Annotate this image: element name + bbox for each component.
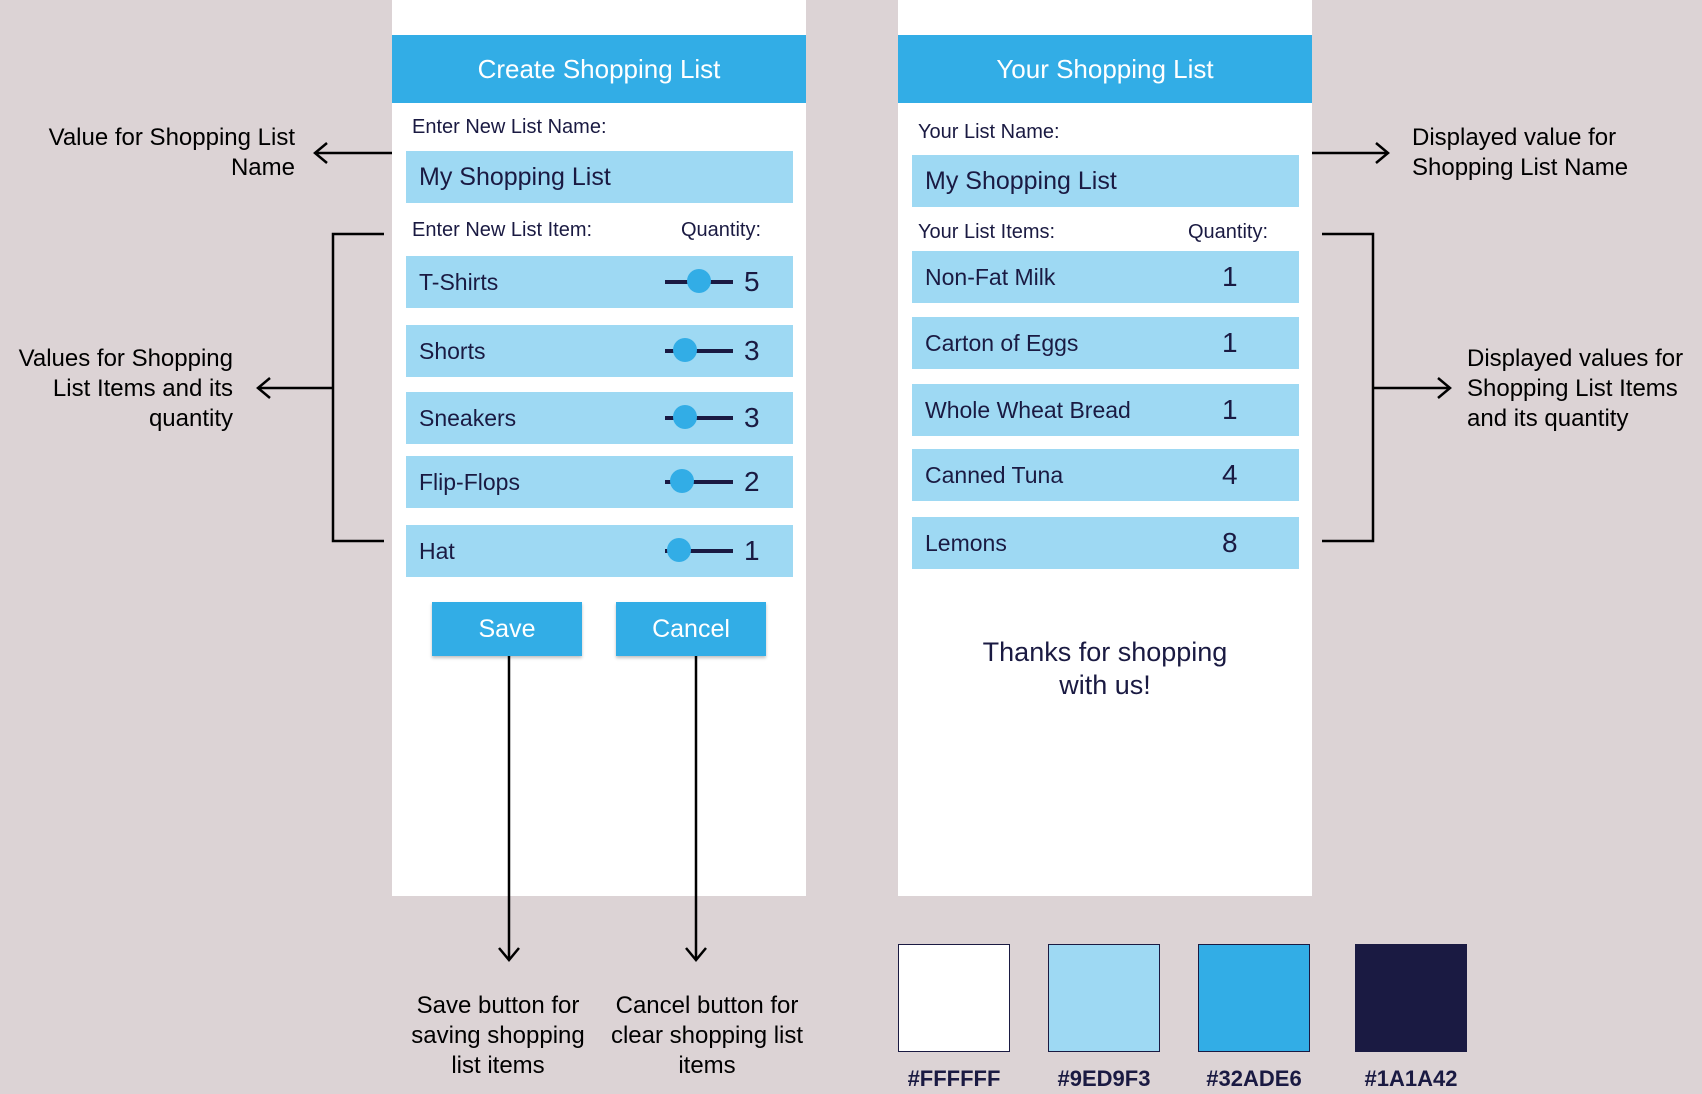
list-item-row: T-Shirts 5: [406, 256, 793, 308]
thanks-message: Thanks for shopping with us!: [898, 636, 1312, 702]
thanks-line-1: Thanks for shopping: [982, 637, 1228, 667]
list-name-annotation: Value for Shopping List Name: [0, 123, 295, 183]
display-item-row: Canned Tuna 4: [912, 449, 1299, 501]
display-item-quantity: 8: [1222, 527, 1238, 558]
annotation-line: Shopping List Name: [1412, 154, 1629, 181]
display-list-title: Your Shopping List: [898, 35, 1312, 103]
swatch-label: #1A1A42: [1364, 1066, 1458, 1091]
item-name-input[interactable]: T-Shirts: [419, 269, 499, 295]
slider-knob[interactable]: [673, 405, 698, 429]
annotation-line: Value for Shopping List: [48, 124, 295, 151]
swatch-label: #9ED9F3: [1057, 1066, 1151, 1091]
save-button[interactable]: Save: [432, 602, 582, 656]
item-quantity: 3: [744, 335, 760, 366]
color-swatch-light-blue: [1048, 944, 1160, 1052]
display-item-name: Canned Tuna: [925, 462, 1064, 488]
annotation-line: Cancel button for: [615, 992, 799, 1019]
create-list-screen: Create Shopping List Enter New List Name…: [392, 0, 806, 896]
quantity-slider[interactable]: [665, 338, 733, 362]
annotation-line: List Items and its: [52, 375, 233, 402]
slider-knob[interactable]: [666, 538, 691, 562]
item-name-input[interactable]: Flip-Flops: [419, 469, 520, 495]
swatch-label: #FFFFFF: [907, 1066, 1001, 1091]
list-name-input[interactable]: My Shopping List: [406, 151, 793, 203]
display-item-row: Whole Wheat Bread 1: [912, 384, 1299, 436]
slider-knob[interactable]: [687, 269, 711, 293]
slider-knob[interactable]: [670, 469, 694, 493]
annotation-line: quantity: [148, 405, 233, 432]
display-list-screen: Your Shopping List Your List Name: My Sh…: [898, 0, 1312, 896]
quantity-slider[interactable]: [665, 269, 733, 293]
display-name-label: Your List Name:: [918, 121, 1060, 143]
items-annotation: Values for Shopping List Items and its q…: [0, 344, 233, 434]
quantity-slider[interactable]: [665, 405, 733, 429]
list-item-row: Hat 1: [406, 525, 793, 577]
display-item-row: Lemons 8: [912, 517, 1299, 569]
item-quantity: 5: [744, 266, 760, 297]
list-item-row: Sneakers 3: [406, 392, 793, 444]
slider-knob[interactable]: [673, 338, 698, 362]
display-item-quantity: 4: [1222, 459, 1238, 490]
color-swatch-navy: [1355, 944, 1467, 1052]
annotation-line: Save button for: [416, 992, 580, 1019]
thanks-line-2: with us!: [1059, 670, 1151, 700]
quantity-slider[interactable]: [665, 469, 733, 493]
display-item-quantity: 1: [1222, 394, 1238, 425]
cancel-button[interactable]: Cancel: [616, 602, 766, 656]
display-name-value: My Shopping List: [912, 155, 1299, 207]
display-item-quantity: 1: [1222, 261, 1238, 292]
annotation-line: and its quantity: [1467, 405, 1629, 432]
annotation-line: Displayed value for: [1412, 124, 1617, 151]
display-items-label: Your List Items:: [918, 221, 1056, 243]
item-quantity: 1: [744, 535, 760, 566]
display-item-name: Whole Wheat Bread: [925, 397, 1131, 423]
list-item-row: Flip-Flops 2: [406, 456, 793, 508]
display-item-row: Non-Fat Milk 1: [912, 251, 1299, 303]
display-item-name: Non-Fat Milk: [925, 264, 1056, 290]
list-name-label: Enter New List Name:: [412, 116, 607, 138]
item-quantity: 2: [744, 466, 760, 497]
display-item-row: Carton of Eggs 1: [912, 317, 1299, 369]
display-item-name: Lemons: [925, 530, 1007, 556]
item-name-input[interactable]: Shorts: [419, 338, 486, 364]
item-name-input[interactable]: Hat: [419, 538, 455, 564]
item-quantity: 3: [744, 402, 760, 433]
display-item-name: Carton of Eggs: [925, 330, 1079, 356]
quantity-label: Quantity:: [681, 219, 762, 241]
display-quantity-label: Quantity:: [1188, 221, 1269, 243]
annotation-line: clear shopping list: [610, 1022, 804, 1049]
save-annotation: Save button for saving shopping list ite…: [398, 991, 598, 1081]
swatch-label: #32ADE6: [1206, 1066, 1302, 1091]
create-list-title: Create Shopping List: [392, 35, 806, 103]
cancel-annotation: Cancel button for clear shopping list it…: [597, 991, 817, 1081]
annotation-line: list items: [451, 1052, 545, 1079]
color-swatch-white: [898, 944, 1010, 1052]
display-item-quantity: 1: [1222, 327, 1238, 358]
annotation-line: saving shopping: [411, 1022, 585, 1049]
display-name-annotation: Displayed value for Shopping List Name: [1412, 123, 1628, 183]
color-swatch-blue: [1198, 944, 1310, 1052]
annotation-line: Values for Shopping: [18, 345, 233, 372]
quantity-slider[interactable]: [665, 538, 733, 562]
annotation-line: Name: [230, 154, 295, 181]
annotation-line: Shopping List Items: [1467, 375, 1678, 402]
display-items-annotation: Displayed values for Shopping List Items…: [1467, 344, 1702, 434]
item-name-input[interactable]: Sneakers: [419, 405, 517, 431]
list-item-label: Enter New List Item:: [412, 219, 593, 241]
annotation-line: items: [678, 1052, 736, 1079]
list-item-row: Shorts 3: [406, 325, 793, 377]
annotation-line: Displayed values for: [1467, 345, 1684, 372]
